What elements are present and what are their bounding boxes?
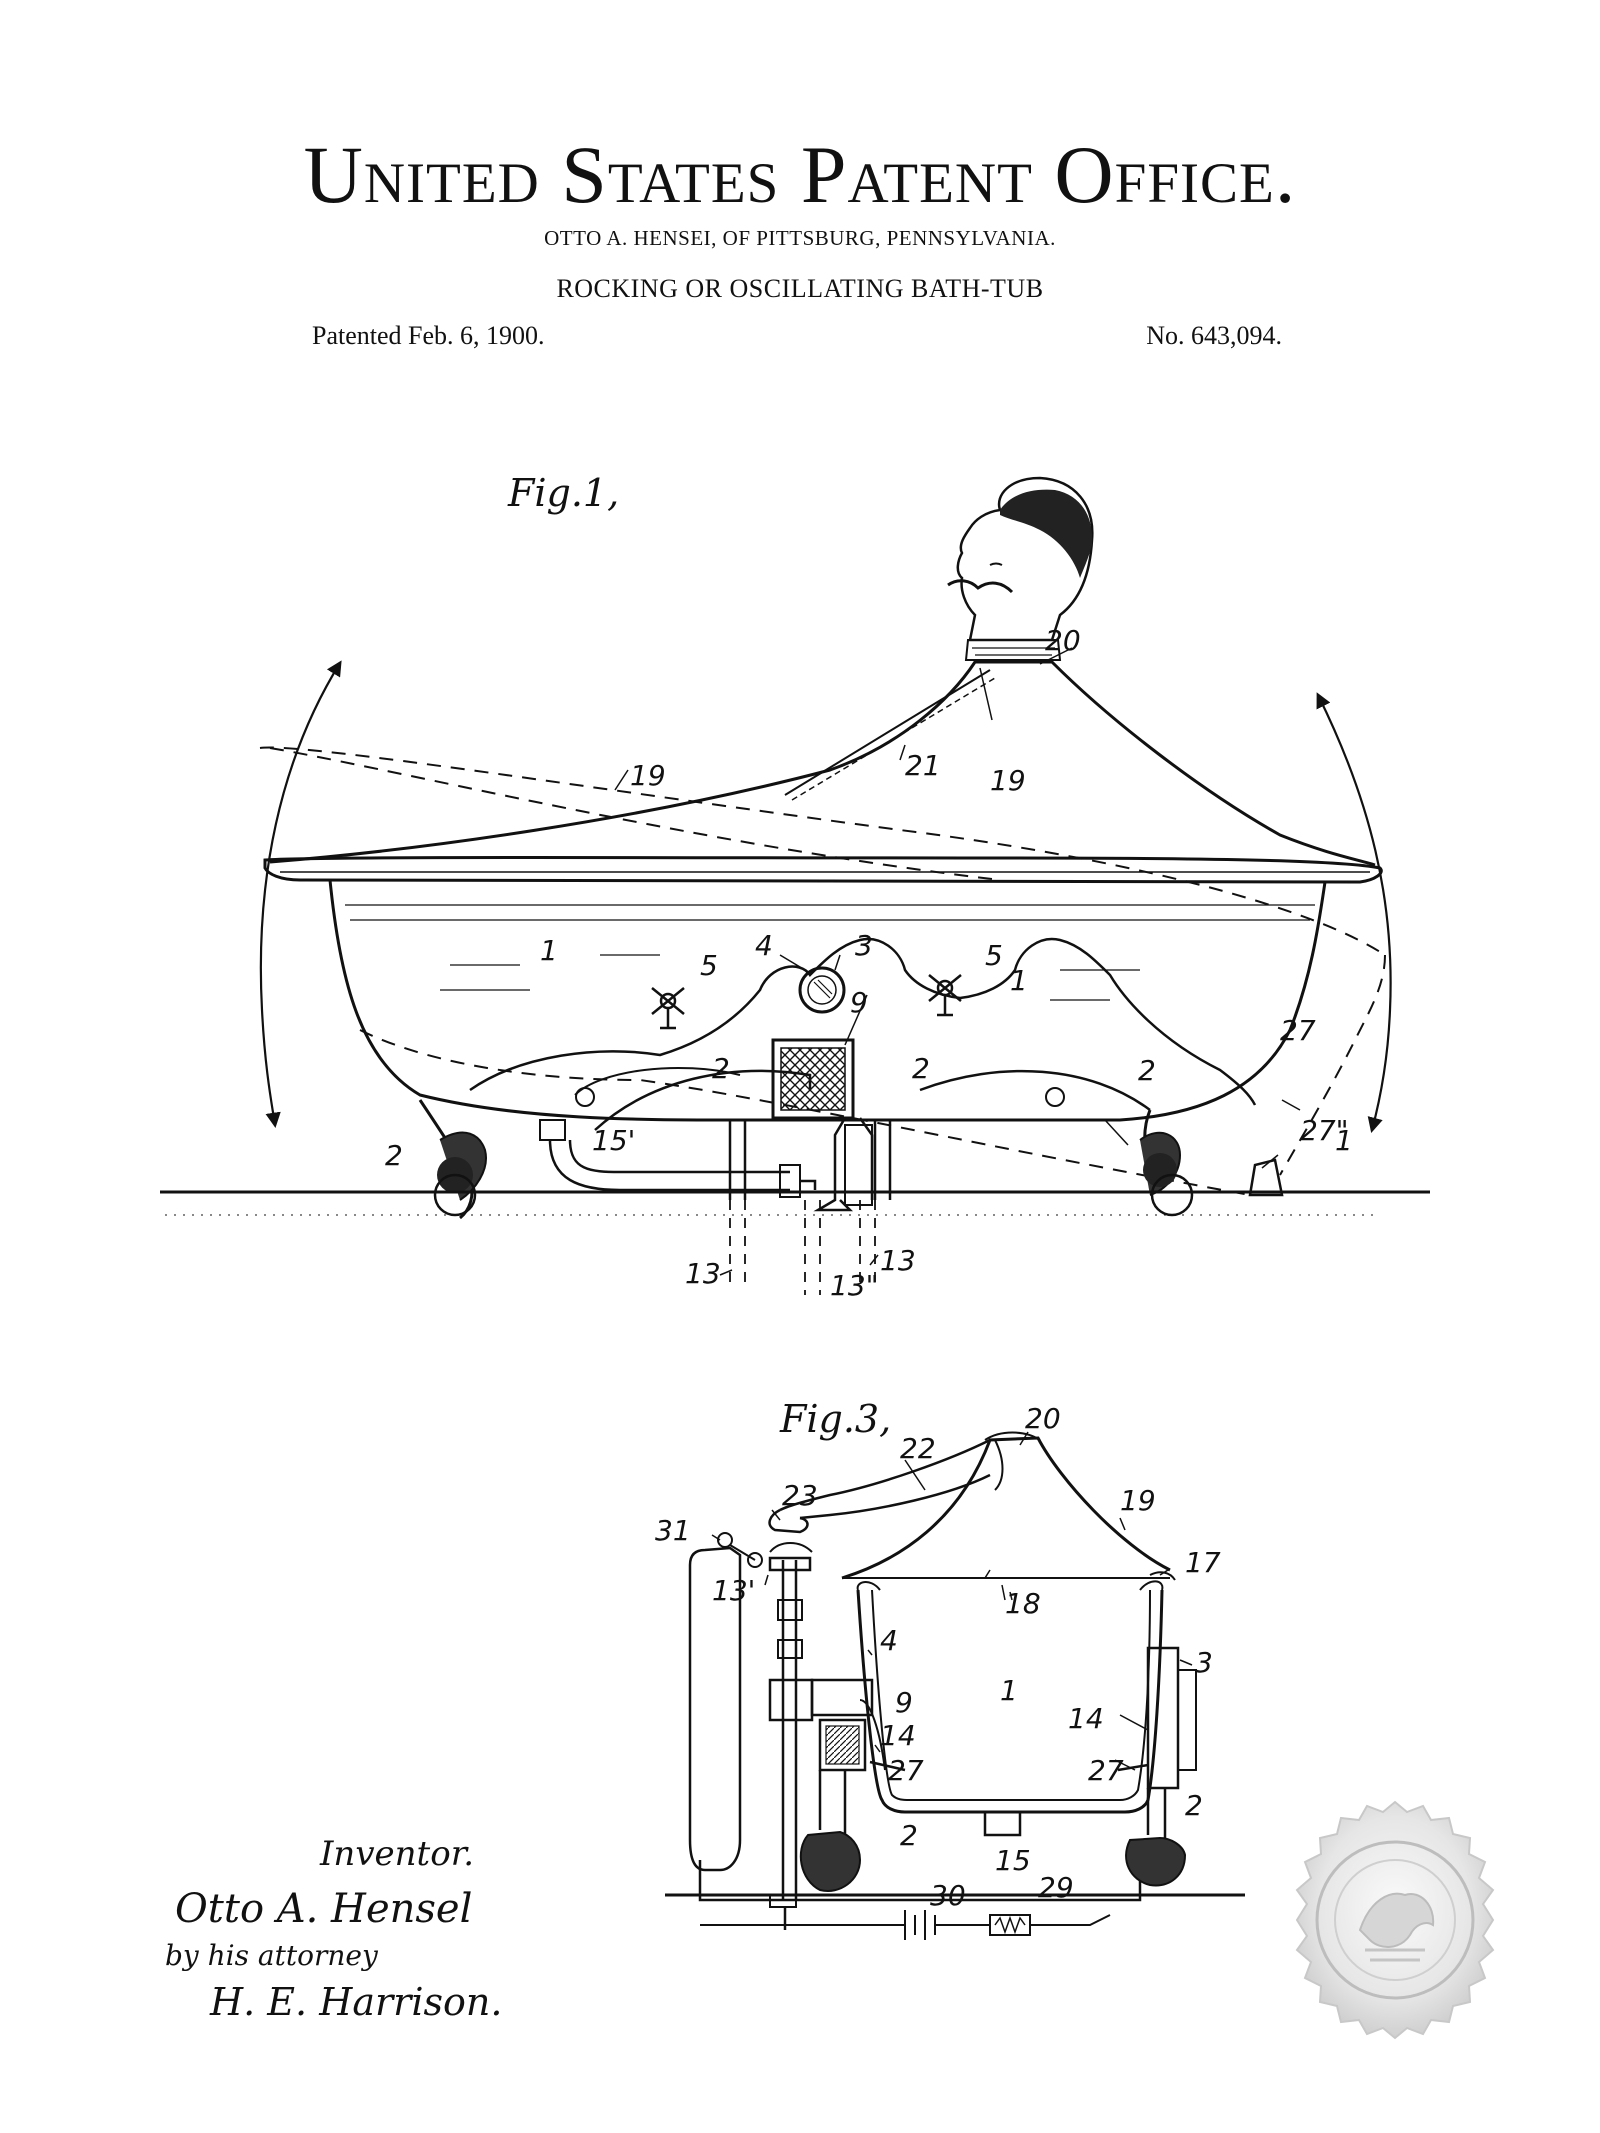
office-title: United States Patent Office. <box>303 129 1297 220</box>
fig1-label: Fig.1, <box>507 471 619 515</box>
fig3-ref-19: 19 <box>1120 1484 1156 1517</box>
fig1-ref-13pp: 13" <box>830 1269 879 1302</box>
fig3-ref-29: 29 <box>1038 1871 1074 1904</box>
fig3-ref-2b: 2 <box>1185 1789 1203 1822</box>
fig3-ref-3: 3 <box>1195 1646 1213 1679</box>
inventor-signature-block: Inventor. Otto A. Hensel by his attorney… <box>165 1834 502 2024</box>
fig1-ref-20: 20 <box>1045 624 1081 657</box>
faucet-left <box>651 987 685 1030</box>
figure-3: Fig.3, <box>655 1397 1245 1940</box>
figure-1: Fig.1, <box>160 471 1430 1302</box>
fig3-ref-22: 22 <box>900 1432 936 1465</box>
fig1-ref-27: 27 <box>1280 1014 1316 1047</box>
fig3-ref-31: 31 <box>655 1514 691 1547</box>
fig1-ref-1a: 1 <box>540 934 558 967</box>
fig1-ref-4: 4 <box>755 929 773 962</box>
fig1-ref-19a: 19 <box>630 759 666 792</box>
fig1-ref-3: 3 <box>855 929 873 962</box>
invention-title: ROCKING OR OSCILLATING BATH-TUB <box>556 274 1044 303</box>
fig1-ref-2c: 2 <box>1138 1054 1156 1087</box>
fig1-ref-2a: 2 <box>712 1052 730 1085</box>
fig3-ref-4: 4 <box>880 1624 898 1657</box>
fig1-ref-27pp: 27" <box>1300 1114 1349 1147</box>
fig3-ref-20: 20 <box>1025 1402 1061 1435</box>
fig1-ref-21: 21 <box>905 749 941 782</box>
fig1-ref-1b: 1 <box>1010 964 1028 997</box>
fig1-ref-13a: 13 <box>685 1257 721 1290</box>
fig1-ref-2d: 2 <box>385 1139 403 1172</box>
fig1-ref-2b: 2 <box>912 1052 930 1085</box>
signature-heading: Inventor. <box>319 1834 474 1874</box>
patent-date: Patented Feb. 6, 1900. <box>312 321 545 350</box>
fig3-ref-27b: 27 <box>1088 1754 1124 1787</box>
fig3-ref-14a: 14 <box>880 1719 916 1752</box>
fig1-ref-15p: 15' <box>592 1124 635 1157</box>
fig3-ref-14b: 14 <box>1068 1702 1104 1735</box>
fig1-ref-9: 9 <box>850 986 868 1019</box>
fig3-ref-23: 23 <box>782 1479 818 1512</box>
fig3-ref-30: 30 <box>930 1879 966 1912</box>
inventor-line: OTTO A. HENSEI, OF PITTSBURG, PENNSYLVAN… <box>544 226 1056 250</box>
fig3-ref-2a: 2 <box>900 1819 918 1852</box>
signature-inventor: Otto A. Hensel <box>175 1886 472 1932</box>
bather-head <box>947 476 1094 661</box>
fig1-ref-1c: 1 <box>1335 1124 1353 1157</box>
fig1-ref-5a: 5 <box>700 949 718 982</box>
signature-by-line: by his attorney <box>165 1939 379 1972</box>
embossed-seal <box>1295 1800 1495 2040</box>
fig3-ref-18: 18 <box>1005 1587 1041 1620</box>
fig3-label: Fig.3, <box>779 1397 891 1441</box>
fig3-ref-9: 9 <box>895 1686 913 1719</box>
fig3-ref-1: 1 <box>1000 1674 1018 1707</box>
faucet-right <box>928 974 962 1017</box>
fig3-ref-13p: 13' <box>712 1574 755 1607</box>
signature-attorney: H. E. Harrison. <box>209 1980 502 2024</box>
patent-number: No. 643,094. <box>1146 321 1282 350</box>
fig1-ref-5b: 5 <box>985 939 1003 972</box>
fig1-ref-13b: 13 <box>880 1244 916 1277</box>
fig3-ref-15: 15 <box>995 1844 1031 1877</box>
fig1-ref-19b: 19 <box>990 764 1026 797</box>
fig3-ref-17: 17 <box>1185 1546 1221 1579</box>
fig3-ref-27a: 27 <box>888 1754 924 1787</box>
